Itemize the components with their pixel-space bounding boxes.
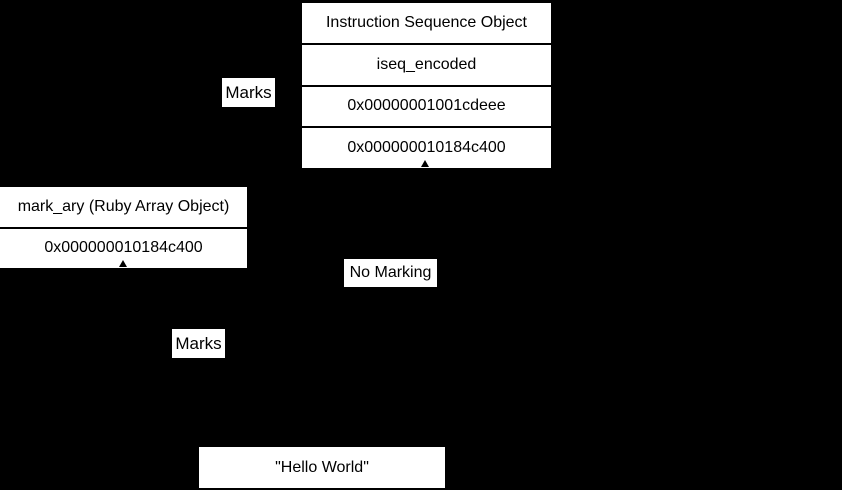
hello-world-string-box: "Hello World" <box>199 447 445 488</box>
arrowhead-up-icon <box>421 160 429 167</box>
marks-label-bottom: Marks <box>172 329 225 358</box>
marks-label-top: Marks <box>222 78 275 107</box>
iseq-box-title: Instruction Sequence Object <box>302 3 551 43</box>
iseq-encoded-address: 0x00000001001cdeee <box>302 86 551 127</box>
instruction-sequence-object-box: Instruction Sequence Object iseq_encoded… <box>302 3 551 168</box>
mark-ary-box: mark_ary (Ruby Array Object) 0x000000010… <box>0 187 247 268</box>
iseq-encoded-field: iseq_encoded <box>302 44 551 85</box>
hello-world-label: "Hello World" <box>199 447 445 488</box>
mark-ary-box-title: mark_ary (Ruby Array Object) <box>0 187 247 227</box>
arrowhead-up-icon <box>119 260 127 267</box>
no-marking-label: No Marking <box>344 259 437 287</box>
